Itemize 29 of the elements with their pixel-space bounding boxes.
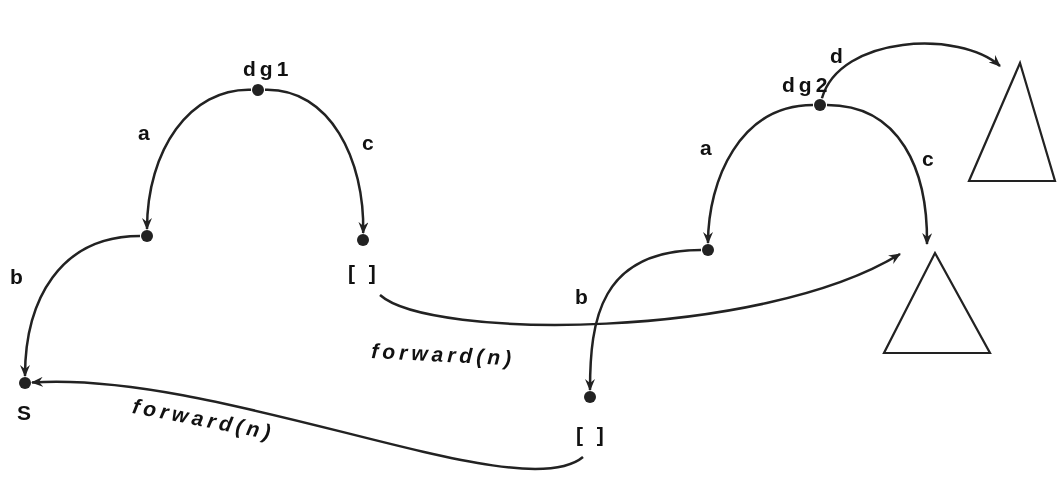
point-dot	[702, 244, 714, 256]
point-dot	[357, 234, 369, 246]
point-dot	[252, 84, 264, 96]
curved-arrow	[585, 248, 702, 391]
node-label: dg2	[782, 74, 832, 95]
point-dot	[584, 391, 596, 403]
node-label: [ ]	[348, 262, 380, 283]
edge-label: forward(n)	[370, 340, 516, 369]
curved-arrow	[142, 88, 252, 230]
curved-arrow	[826, 103, 932, 245]
edge-label: c	[362, 132, 378, 153]
curved-arrow	[264, 88, 368, 234]
curved-arrow	[31, 377, 584, 471]
curved-arrow	[379, 252, 901, 327]
node-label: S	[17, 402, 35, 423]
curved-arrow	[20, 234, 141, 377]
node-label: dg1	[243, 58, 293, 79]
node-label: [ ]	[576, 424, 608, 445]
point-dot	[19, 377, 31, 389]
edge-label: c	[922, 148, 938, 169]
point-dot	[141, 230, 153, 242]
edge-label: a	[700, 137, 716, 158]
point-dot	[814, 99, 826, 111]
edge-label: a	[138, 122, 154, 143]
curved-arrow	[703, 103, 814, 244]
edge-label: d	[830, 45, 847, 66]
curved-arrow	[820, 42, 1001, 99]
edge-label: b	[10, 266, 27, 287]
edge-label: b	[575, 286, 592, 307]
